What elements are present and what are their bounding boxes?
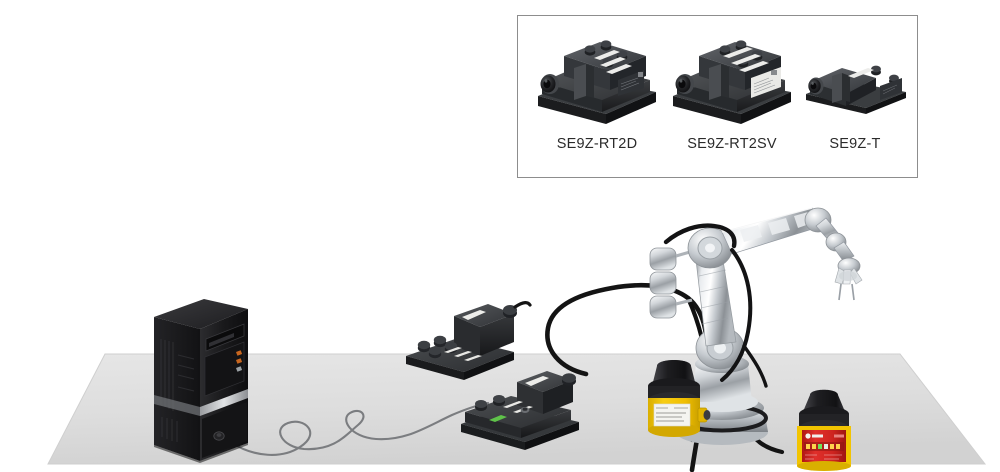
product-item-se9z-rt2d: SE9Z-RT2D (522, 16, 672, 177)
robot-gripper (834, 257, 863, 301)
safety-scanner-red (797, 389, 851, 471)
se9z-rt2d-image (538, 40, 656, 124)
safety-scanner-yellow (648, 360, 711, 437)
se9z-module (461, 371, 579, 450)
se9z-rt2sv-image (673, 40, 791, 124)
product-label-2: SE9Z-RT2SV (687, 136, 777, 152)
sensor-junction-box (406, 301, 532, 380)
product-label-1: SE9Z-RT2D (556, 136, 638, 152)
pc-data-cable (230, 401, 490, 456)
se9z-t-image (806, 65, 906, 114)
product-item-se9z-t: SE9Z-T (792, 16, 918, 177)
product-inset-panel: SE9Z-RT2D (517, 15, 918, 178)
product-item-se9z-rt2sv: SE9Z-RT2SV (657, 16, 807, 177)
product-label-3: SE9Z-T (829, 136, 881, 152)
robot-arm (649, 207, 863, 445)
pc-tower (154, 299, 248, 463)
